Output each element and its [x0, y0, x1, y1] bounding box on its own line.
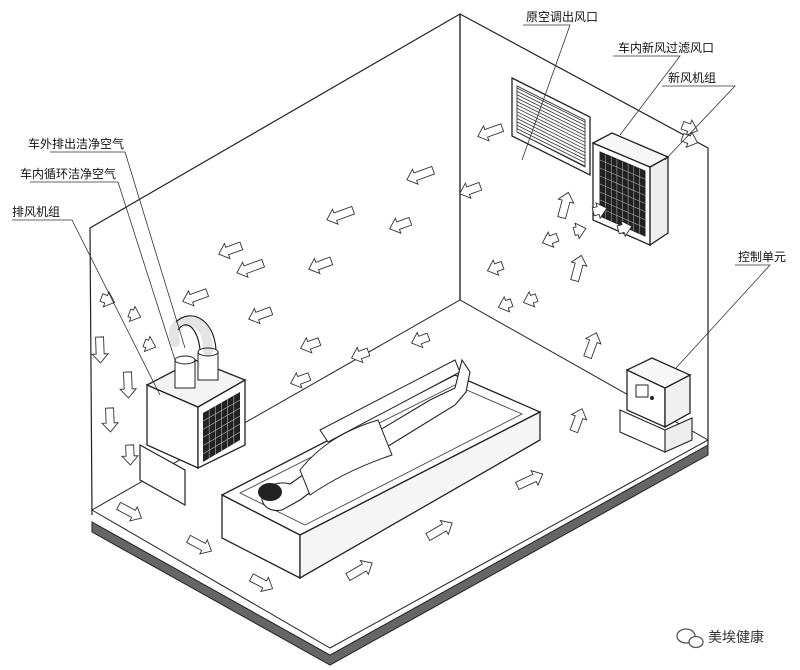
louver-line [516, 101, 586, 136]
airflow-arrow [289, 371, 312, 389]
louver-line [516, 121, 586, 157]
label-supply-outlet: 原空调出风口 [526, 10, 598, 24]
grid-line [202, 431, 241, 455]
airflow-arrow [572, 222, 587, 240]
airflow-arrow [541, 231, 560, 248]
airflow-arrow [616, 219, 633, 238]
leader-lines [12, 24, 771, 396]
fresh-air-unit [591, 132, 670, 247]
airflow-arrows [91, 119, 699, 593]
airflow-arrow [127, 305, 142, 323]
airflow-arrow [101, 407, 120, 433]
airflow-arrow [119, 371, 138, 399]
airflow-arrow [121, 444, 140, 466]
grid-line [599, 183, 646, 204]
airflow-arrow [299, 336, 322, 354]
louver-line [516, 124, 586, 160]
airflow-arrow [218, 241, 244, 260]
louver-line [516, 118, 586, 153]
louver-line [516, 87, 586, 123]
grid-line [599, 207, 646, 229]
airflow-arrow [557, 191, 575, 220]
airflow-arrow [459, 181, 483, 199]
louver-line [516, 111, 586, 147]
airflow-arrow [410, 331, 431, 349]
airflow-arrow [236, 258, 266, 279]
grid-line [599, 191, 646, 212]
louver-line [516, 114, 586, 150]
patient [258, 358, 471, 512]
airflow-arrow [248, 306, 274, 325]
exhaust-unit [139, 315, 247, 507]
louver-line [516, 94, 586, 130]
airflow-arrow [116, 501, 143, 522]
wechat-icon [676, 628, 704, 649]
louver-line [516, 104, 586, 140]
airflow-arrow [389, 216, 413, 234]
airflow-arrow [142, 335, 157, 353]
label-exhaust-unit: 排风机组 [12, 205, 60, 219]
control-unit [619, 357, 693, 453]
airflow-arrow [248, 573, 274, 593]
airflow-arrow [515, 469, 544, 491]
label-fresh-air-filter-outlet: 车内新风过滤风口 [618, 40, 714, 55]
airflow-arrow [569, 408, 588, 434]
watermark-text: 美埃健康 [708, 629, 764, 646]
airflow-arrow [583, 332, 602, 360]
label-inside-circulating-air: 车内循环洁净空气 [20, 166, 116, 181]
louver-line [516, 97, 586, 133]
airflow-arrow [308, 256, 334, 275]
airflow-arrow [182, 288, 210, 307]
label-control-unit: 控制单元 [738, 250, 786, 264]
louver-line [516, 128, 586, 163]
watermark: 美埃健康 [676, 628, 764, 649]
back-right-wall-edge [459, 13, 709, 445]
airflow-arrow [570, 254, 588, 283]
supply-air-outlet [511, 76, 591, 177]
airflow-arrow [591, 201, 608, 220]
airflow-arrow [326, 205, 356, 226]
airflow-arrow [425, 519, 453, 542]
airflow-arrow [99, 290, 116, 308]
airflow-arrow [350, 346, 371, 364]
airflow-arrow [497, 295, 514, 313]
grid-line [599, 199, 646, 221]
floor-slab [91, 444, 709, 666]
louver-line [516, 131, 586, 167]
airflow-arrow [91, 336, 110, 364]
airflow-arrow [522, 290, 539, 308]
airflow-arrow [345, 559, 373, 582]
label-fresh-air-unit: 新风机组 [668, 70, 716, 85]
label-outside-clean-air: 车外排出洁净空气 [28, 136, 124, 151]
airflow-arrow [486, 259, 505, 276]
louver-line [516, 91, 586, 126]
airflow-arrow [186, 534, 213, 555]
louver-line [516, 107, 586, 143]
airflow-arrow [477, 123, 505, 142]
airflow-arrow [406, 165, 436, 186]
